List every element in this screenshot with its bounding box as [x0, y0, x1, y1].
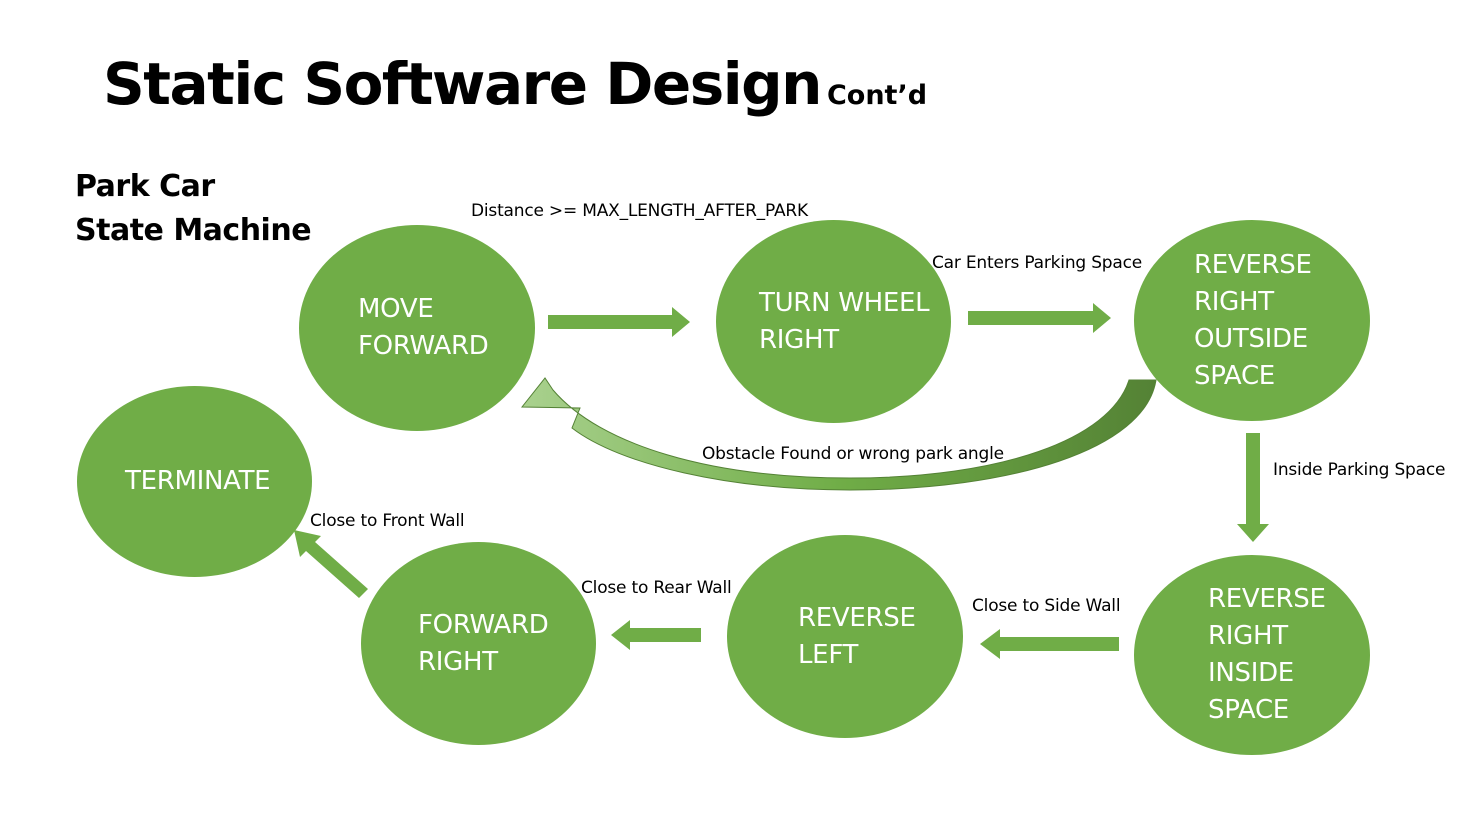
- label-reverse-left-to-forward-right: Close to Rear Wall: [581, 578, 732, 598]
- arrow-outside-to-move-curved: [520, 377, 1157, 491]
- diagram-subtitle: Park Car State Machine: [75, 165, 312, 253]
- arrow-inside-to-reverse-left: [980, 629, 1119, 659]
- arrow-outside-to-inside: [1237, 433, 1269, 542]
- state-turn-wheel-right-line-1: TURN WHEEL: [759, 287, 930, 318]
- state-move-forward: MOVE FORWARD: [299, 225, 535, 431]
- state-turn-wheel-right-line-2: RIGHT: [759, 324, 839, 355]
- label-outside-to-move: Obstacle Found or wrong park angle: [702, 444, 1004, 464]
- arrow-move-to-turn: [548, 307, 690, 337]
- title-suffix: Cont’d: [826, 80, 928, 111]
- state-reverse-left-line-1: REVERSE: [798, 602, 916, 633]
- state-reverse-right-inside-space: REVERSE RIGHT INSIDE SPACE: [1134, 555, 1370, 755]
- state-inside-line-4: SPACE: [1208, 695, 1289, 725]
- arrow-reverse-left-to-forward-right: [611, 620, 701, 650]
- state-forward-right-line-2: RIGHT: [418, 646, 498, 677]
- state-inside-line-1: REVERSE: [1208, 584, 1326, 614]
- state-reverse-left-line-2: LEFT: [798, 639, 859, 670]
- state-forward-right: FORWARD RIGHT: [361, 542, 596, 745]
- title-main: Static Software Design: [103, 50, 822, 118]
- arrow-turn-to-outside: [968, 303, 1111, 333]
- label-forward-right-to-terminate: Close to Front Wall: [310, 511, 465, 531]
- state-outside-line-3: OUTSIDE: [1194, 323, 1308, 354]
- state-outside-line-4: SPACE: [1194, 360, 1275, 391]
- label-outside-to-inside: Inside Parking Space: [1273, 460, 1446, 480]
- label-turn-to-outside: Car Enters Parking Space: [932, 253, 1143, 273]
- state-reverse-right-outside-space: REVERSE RIGHT OUTSIDE SPACE: [1134, 220, 1370, 421]
- state-outside-line-2: RIGHT: [1194, 286, 1274, 317]
- subtitle-line-2: State Machine: [75, 213, 312, 248]
- state-inside-line-3: INSIDE: [1208, 658, 1294, 688]
- state-forward-right-line-1: FORWARD: [418, 609, 549, 640]
- state-turn-wheel-right: TURN WHEEL RIGHT: [716, 220, 951, 423]
- state-reverse-left: REVERSE LEFT: [727, 535, 963, 738]
- label-inside-to-reverse-left: Close to Side Wall: [972, 596, 1121, 616]
- state-inside-line-2: RIGHT: [1208, 621, 1288, 651]
- state-move-forward-line-2: FORWARD: [358, 331, 489, 361]
- subtitle-line-1: Park Car: [75, 169, 215, 204]
- arrow-forward-right-to-terminate: [294, 530, 368, 598]
- state-outside-line-1: REVERSE: [1194, 249, 1312, 280]
- label-move-to-turn: Distance >= MAX_LENGTH_AFTER_PARK: [471, 201, 808, 221]
- state-terminate-line-1: TERMINATE: [125, 466, 271, 496]
- state-terminate: TERMINATE: [77, 386, 312, 577]
- state-move-forward-line-1: MOVE: [358, 294, 434, 324]
